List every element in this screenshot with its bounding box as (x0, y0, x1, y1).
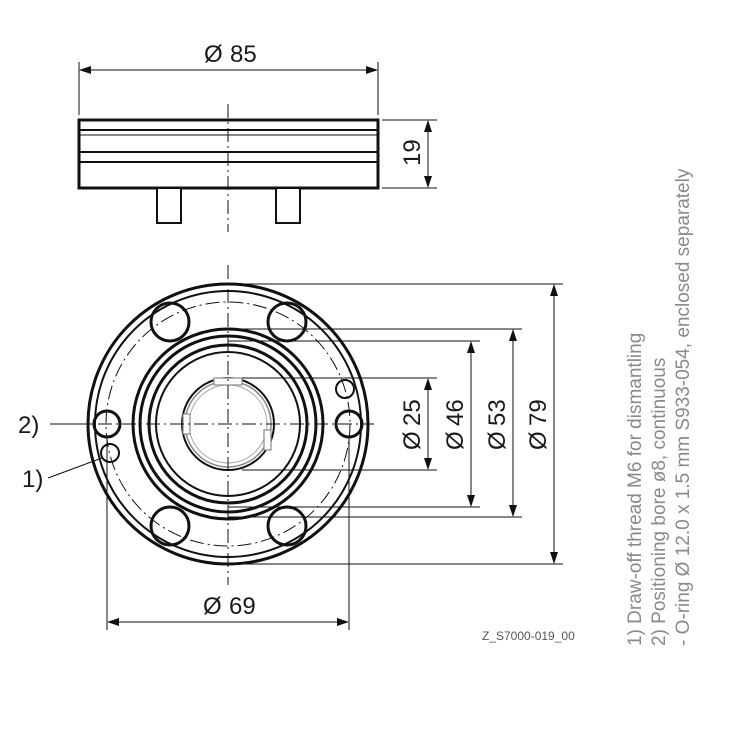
callout-label-2: 2) (18, 412, 39, 439)
dimension-label-19: 19 (399, 139, 426, 166)
front-view: 2) 1) Ø 25 Ø 46 Ø 53 Ø 79 (18, 265, 563, 630)
diameter-symbol: Ø (204, 41, 223, 68)
mounting-hole (266, 505, 308, 547)
dimension-label-53: 53 (484, 399, 511, 426)
mounting-hole (149, 505, 191, 547)
diameter-symbol: Ø (442, 431, 469, 450)
mounting-hole (149, 301, 191, 343)
draw-off-thread (100, 443, 120, 463)
top-view-pin-left (156, 187, 182, 224)
dimension-label-85: 85 (230, 41, 257, 68)
diameter-symbol: Ø (525, 431, 552, 450)
dimension-label-79: 79 (525, 399, 552, 426)
diameter-symbol: Ø (484, 431, 511, 450)
dimension-label-46: 46 (442, 399, 469, 426)
draw-off-thread (335, 379, 355, 399)
note-draw-off-thread: 1) Draw-off thread M6 for dismantling (625, 333, 646, 646)
callout-label-1: 1) (22, 466, 43, 493)
top-view-pin-right (275, 187, 301, 224)
notes: 1) Draw-off thread M6 for dismantling 2)… (625, 168, 694, 646)
note-o-ring: - O-ring Ø 12.0 x 1.5 mm S933-054, enclo… (673, 168, 694, 646)
top-view: Ø 85 19 (77, 41, 437, 232)
callout-leader-1 (47, 457, 103, 479)
diameter-symbol: Ø (203, 593, 222, 620)
bore-notch-right (263, 429, 272, 451)
dimension-label-69: 69 (229, 593, 256, 620)
dimension-label-25: 25 (399, 399, 426, 426)
mounting-hole (266, 301, 308, 343)
drawing-reference: Z_S7000-019_00 (482, 629, 575, 643)
diameter-symbol: Ø (399, 431, 426, 450)
note-positioning-bore: 2) Positioning bore ø8, continuous (649, 358, 670, 646)
